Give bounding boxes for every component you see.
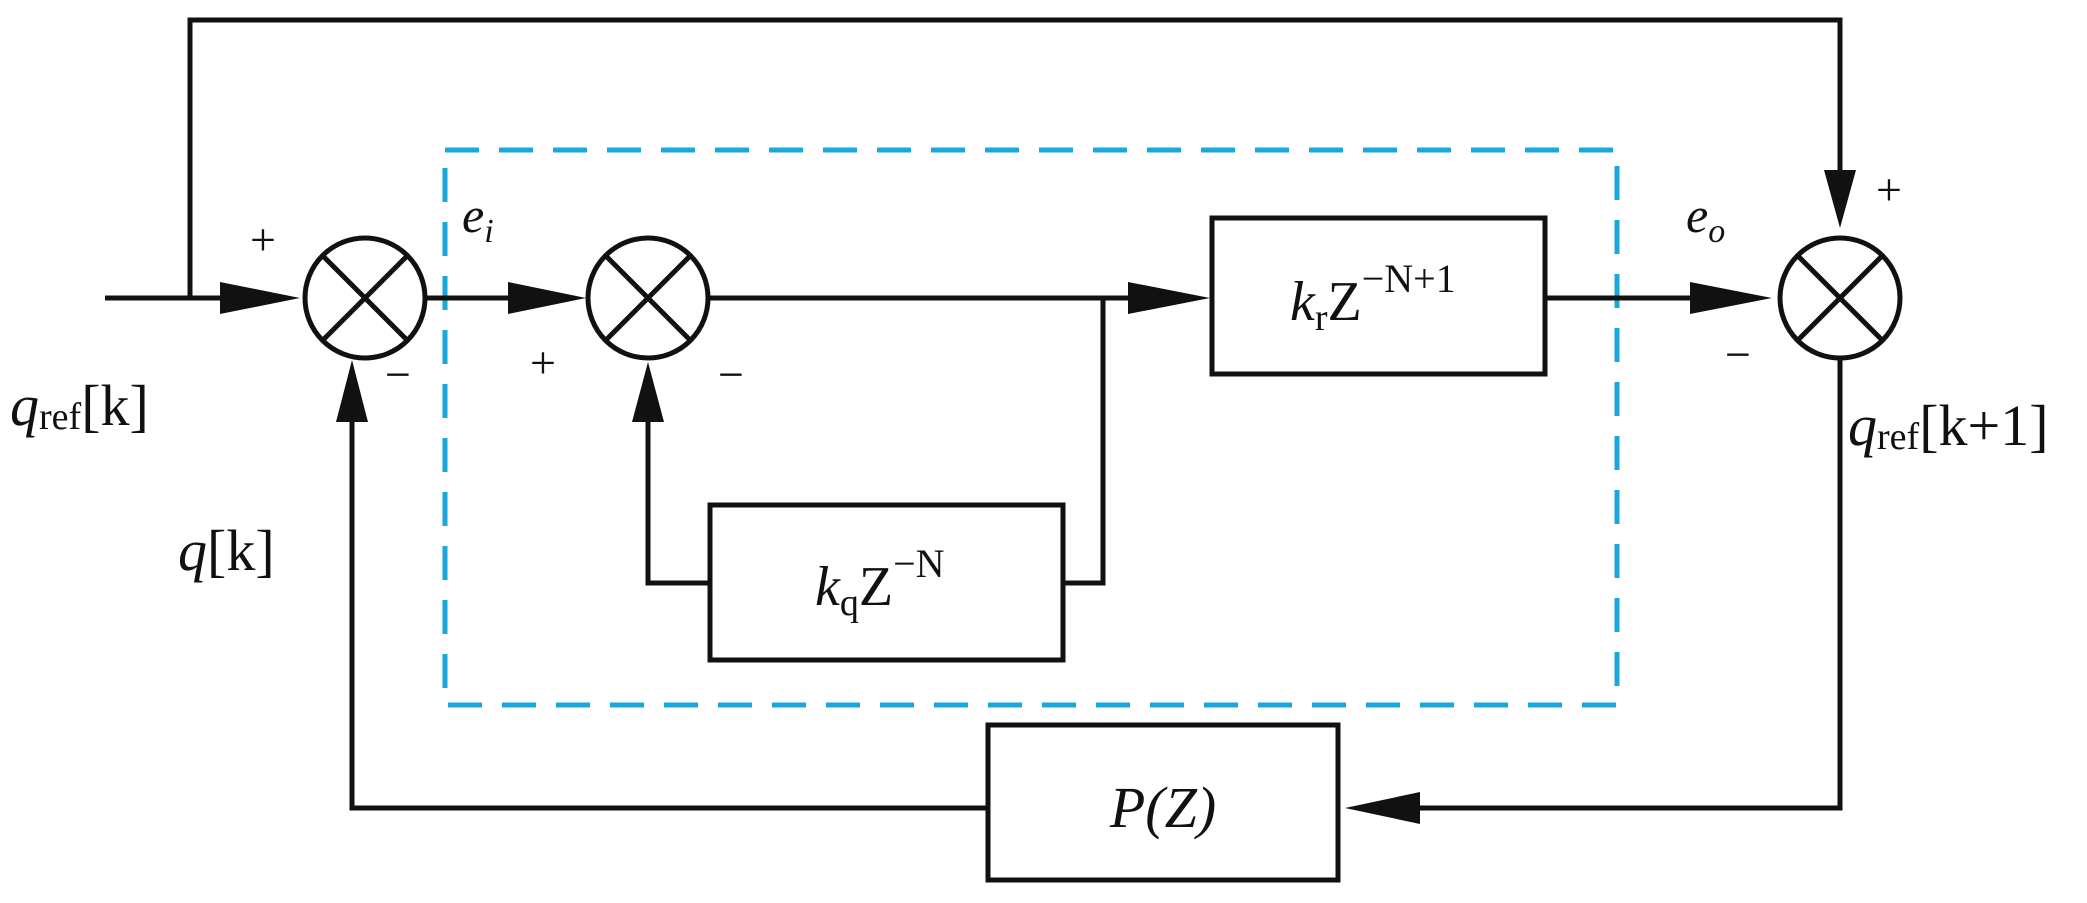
sum3-minus: − [1725,329,1751,380]
feedback-arrowhead [336,360,368,422]
inner-loop-left [645,420,710,586]
forward-arrowhead [1128,282,1210,314]
kq-block [707,502,1066,663]
feedback-label: q[k] [178,518,275,583]
sum1-plus: + [250,214,276,265]
summing-junction-3 [1777,235,1903,361]
output-arrowhead [1345,792,1420,824]
inner-loop-arrowhead [632,362,664,422]
bypass-arrowhead [1824,170,1856,228]
sum3-plus: + [1876,164,1902,215]
plant-block [985,722,1341,883]
output-line [1400,360,1843,811]
inner-loop-right [1063,298,1106,586]
plant-block-label: P(Z) [1109,775,1216,840]
output-label: qref[k+1] [1848,393,2049,458]
summing-junction-2 [585,235,711,361]
kr-block [1209,215,1548,377]
error-in-label: ei [462,187,494,250]
kr-block-label: krZ−N+1 [1290,256,1456,339]
feedback-line [349,420,988,811]
error-out-label: eo [1686,187,1725,250]
sum1-minus: − [385,349,411,400]
input-label: qref[k] [10,373,149,438]
sum2-minus: − [718,349,744,400]
bypass-line [187,17,1843,298]
input-arrowhead [220,282,300,314]
summing-junction-1 [302,235,428,361]
sum2-plus: + [530,337,556,388]
kq-block-label: kqZ−N [815,541,945,624]
ei-arrowhead [508,282,586,314]
eo-arrowhead [1690,282,1772,314]
